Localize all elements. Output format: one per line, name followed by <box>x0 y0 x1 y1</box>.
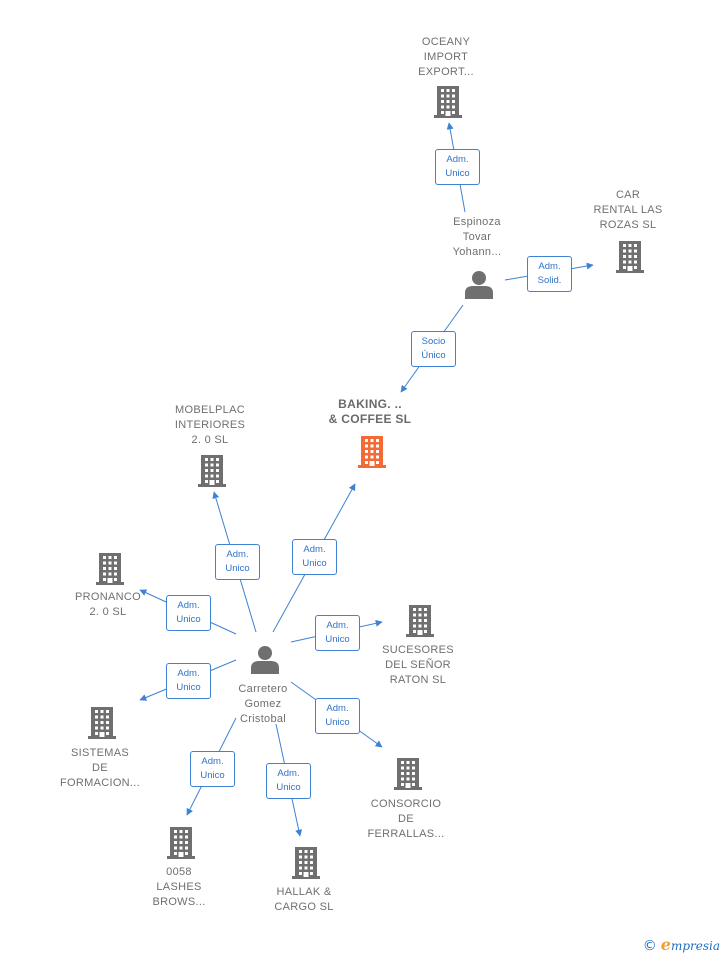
baking-building-icon[interactable] <box>358 436 386 468</box>
carretero-label[interactable]: Carretero Gomez Cristobal <box>238 683 288 725</box>
empresia-brand[interactable]: ©empresia <box>643 935 720 954</box>
sistemas-label[interactable]: SISTEMAS DE FORMACION... <box>60 747 140 789</box>
espinoza-person-icon[interactable] <box>465 271 493 299</box>
edge-badge-carretero-to-pronanco[interactable]: Adm. Unico <box>166 595 211 631</box>
edge-badge-carretero-to-mobelplac[interactable]: Adm. Unico <box>215 544 260 580</box>
edge-badge-carretero-to-baking[interactable]: Adm. Unico <box>292 539 337 575</box>
lashes-label[interactable]: 0058 LASHES BROWS... <box>152 866 206 908</box>
icons-layer <box>88 86 644 879</box>
pronanco-building-icon[interactable] <box>96 553 124 585</box>
copyright-symbol: © <box>642 938 657 954</box>
edge-badge-carretero-to-sucesores[interactable]: Adm. Unico <box>315 615 360 651</box>
edge-badge-espinoza-to-baking[interactable]: Socio Único <box>411 331 456 367</box>
sucesores-building-icon[interactable] <box>406 605 434 637</box>
hallak-label[interactable]: HALLAK & CARGO SL <box>274 886 334 913</box>
edge-badge-espinoza-to-oceany[interactable]: Adm. Unico <box>435 149 480 185</box>
edge-badge-espinoza-to-car_rental[interactable]: Adm. Solid. <box>527 256 572 292</box>
hallak-building-icon[interactable] <box>292 847 320 879</box>
mobelplac-label[interactable]: MOBELPLAC INTERIORES 2. 0 SL <box>174 404 246 446</box>
sucesores-label[interactable]: SUCESORES DEL SEÑOR RATON SL <box>382 644 454 686</box>
oceany-building-icon[interactable] <box>434 86 462 118</box>
baking-label[interactable]: BAKING. .. & COFFEE SL <box>328 397 412 426</box>
sistemas-building-icon[interactable] <box>88 707 116 739</box>
car-rental-building-icon[interactable] <box>616 241 644 273</box>
consorcio-label[interactable]: CONSORCIO DE FERRALLAS... <box>367 798 445 840</box>
carretero-person-icon[interactable] <box>251 646 279 674</box>
consorcio-building-icon[interactable] <box>394 758 422 790</box>
oceany-label[interactable]: OCEANY IMPORT EXPORT... <box>418 36 474 78</box>
edge-badge-carretero-to-sistemas[interactable]: Adm. Unico <box>166 663 211 699</box>
car-rental-label[interactable]: CAR RENTAL LAS ROZAS SL <box>593 189 663 231</box>
lashes-building-icon[interactable] <box>167 827 195 859</box>
brand-name: mpresia <box>670 939 720 953</box>
edge-badge-carretero-to-hallak[interactable]: Adm. Unico <box>266 763 311 799</box>
pronanco-label[interactable]: PRONANCO 2. 0 SL <box>75 591 141 618</box>
espinoza-label[interactable]: Espinoza Tovar Yohann... <box>452 216 502 258</box>
edge-badge-carretero-to-consorcio[interactable]: Adm. Unico <box>315 698 360 734</box>
mobelplac-building-icon[interactable] <box>198 455 226 487</box>
brand-initial: e <box>660 935 671 954</box>
edge-badge-carretero-to-lashes[interactable]: Adm. Unico <box>190 751 235 787</box>
